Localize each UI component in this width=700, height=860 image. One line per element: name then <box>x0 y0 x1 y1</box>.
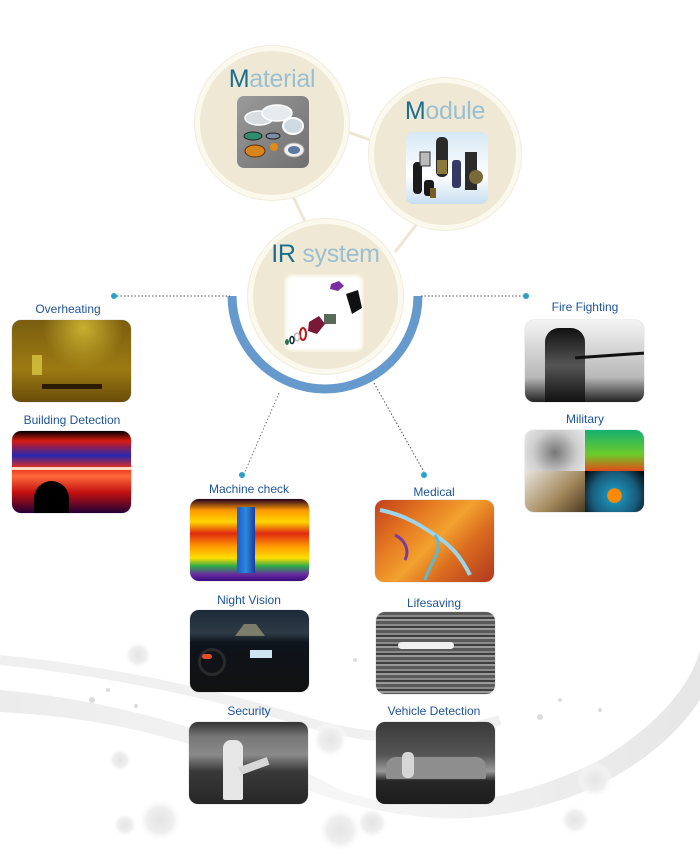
hose <box>574 351 644 360</box>
module-title: Module <box>404 97 486 125</box>
label-military: Military <box>566 412 604 426</box>
belt <box>237 507 255 573</box>
swimmer-figure <box>398 642 454 649</box>
label-machine-check: Machine check <box>208 482 290 496</box>
ir-system-image <box>284 274 364 352</box>
material-title: Material <box>228 65 316 93</box>
soldier-rifle <box>525 471 585 512</box>
night-goggles <box>525 430 585 471</box>
doorway <box>34 481 69 513</box>
ir-system-arc <box>227 295 423 394</box>
ir-system-node[interactable]: IR system <box>253 224 398 369</box>
hot-line <box>12 467 131 470</box>
thermal-vehicle <box>584 430 644 471</box>
app-image-overheating[interactable] <box>12 320 131 402</box>
connector-module-ir <box>393 219 422 253</box>
hotspot <box>32 355 42 375</box>
app-image-lifesaving[interactable] <box>376 612 495 694</box>
label-overheating: Overheating <box>35 302 101 316</box>
intruder-figure <box>223 740 243 800</box>
node-dot-medical <box>421 472 427 478</box>
road-headlight <box>235 624 265 636</box>
node-dot-fire-fighting <box>523 293 529 299</box>
app-image-vehicle-detection[interactable] <box>376 722 495 804</box>
nav-screen <box>250 650 272 658</box>
label-building-detection: Building Detection <box>23 413 121 427</box>
app-image-medical[interactable] <box>375 500 494 582</box>
label-security: Security <box>227 704 271 718</box>
module-node[interactable]: Module <box>374 83 516 225</box>
vehicle-silhouette <box>386 757 486 779</box>
module-image <box>406 132 488 204</box>
passenger-figure <box>402 752 414 778</box>
app-image-military[interactable] <box>525 430 644 512</box>
label-night-vision: Night Vision <box>217 593 281 607</box>
app-image-night-vision[interactable] <box>190 610 309 692</box>
veins-icon <box>379 508 472 581</box>
lens-modules-icon <box>413 137 483 198</box>
gauge <box>202 654 212 659</box>
app-image-security[interactable] <box>189 722 308 804</box>
ir-system-title: IR system <box>271 240 380 268</box>
material-node[interactable]: Material <box>200 51 344 195</box>
material-image <box>237 96 309 168</box>
label-lifesaving: Lifesaving <box>406 596 462 610</box>
firefighter-silhouette <box>545 328 585 402</box>
node-dot-machine-check <box>239 472 245 478</box>
app-image-machine-check[interactable] <box>190 499 309 581</box>
label-fire-fighting: Fire Fighting <box>551 300 619 314</box>
label-vehicle-detection: Vehicle Detection <box>387 704 481 718</box>
app-image-fire-fighting[interactable] <box>525 320 644 402</box>
node-dot-overheating <box>111 293 117 299</box>
leader-machine-check <box>243 392 280 475</box>
steering-wheel <box>198 648 226 676</box>
intruder-arm <box>238 757 270 775</box>
exploded-camera-icon <box>285 281 362 345</box>
label-medical: Medical <box>413 485 455 499</box>
connector-material-module <box>342 128 379 145</box>
lenses-icon <box>243 104 305 158</box>
leader-medical <box>373 382 425 473</box>
thermal-soldier <box>584 471 644 512</box>
connector-material-ir <box>288 189 312 233</box>
app-image-building-detection[interactable] <box>12 431 131 513</box>
dark-strip <box>42 384 102 389</box>
